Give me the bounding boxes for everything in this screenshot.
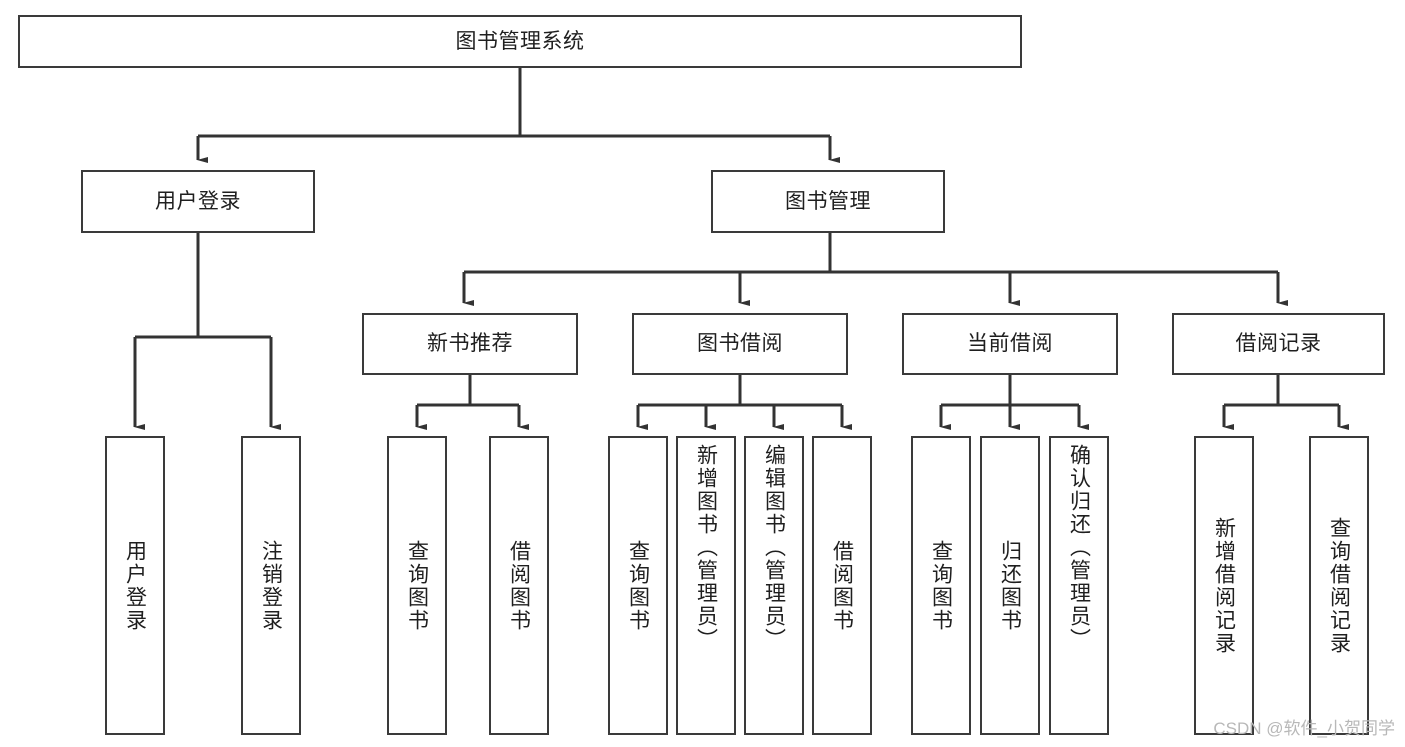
leaf-borrow-record-query[interactable]: 查询借阅记录 xyxy=(1309,436,1369,735)
leaf-new-book-borrow[interactable]: 借阅图书 xyxy=(489,436,549,735)
leaf-book-borrow-add-label: 新增图书（管理员） xyxy=(694,444,718,651)
node-book-management[interactable]: 图书管理 xyxy=(711,170,945,233)
node-user-login[interactable]: 用户登录 xyxy=(81,170,315,233)
node-new-book-recommend-label: 新书推荐 xyxy=(427,332,513,356)
leaf-book-borrow-borrow[interactable]: 借阅图书 xyxy=(812,436,872,735)
leaf-book-borrow-query-label: 查询图书 xyxy=(626,539,650,632)
node-book-management-label: 图书管理 xyxy=(785,189,871,213)
node-borrow-record-label: 借阅记录 xyxy=(1235,332,1322,356)
node-user-login-label: 用户登录 xyxy=(155,189,241,213)
leaf-book-borrow-edit-label: 编辑图书（管理员） xyxy=(762,444,786,651)
leaf-borrow-record-add[interactable]: 新增借阅记录 xyxy=(1194,436,1254,735)
node-book-borrow-label: 图书借阅 xyxy=(697,332,783,356)
leaf-user-login-login[interactable]: 用户登录 xyxy=(105,436,165,735)
node-book-borrow[interactable]: 图书借阅 xyxy=(632,313,848,375)
node-current-borrow-label: 当前借阅 xyxy=(967,332,1053,356)
leaf-book-borrow-query[interactable]: 查询图书 xyxy=(608,436,668,735)
leaf-current-borrow-confirm-label: 确认归还（管理员） xyxy=(1067,444,1091,651)
leaf-new-book-query[interactable]: 查询图书 xyxy=(387,436,447,735)
node-new-book-recommend[interactable]: 新书推荐 xyxy=(362,313,578,375)
leaf-user-login-login-label: 用户登录 xyxy=(123,539,147,632)
leaf-current-borrow-return[interactable]: 归还图书 xyxy=(980,436,1040,735)
node-root-label: 图书管理系统 xyxy=(455,29,585,53)
leaf-user-login-logout[interactable]: 注销登录 xyxy=(241,436,301,735)
leaf-current-borrow-return-label: 归还图书 xyxy=(998,539,1022,632)
leaf-current-borrow-confirm[interactable]: 确认归还（管理员） xyxy=(1049,436,1109,735)
node-current-borrow[interactable]: 当前借阅 xyxy=(902,313,1118,375)
node-borrow-record[interactable]: 借阅记录 xyxy=(1172,313,1385,375)
leaf-book-borrow-borrow-label: 借阅图书 xyxy=(830,539,854,632)
leaf-borrow-record-query-label: 查询借阅记录 xyxy=(1327,516,1351,655)
leaf-new-book-borrow-label: 借阅图书 xyxy=(507,539,531,632)
leaf-book-borrow-add[interactable]: 新增图书（管理员） xyxy=(676,436,736,735)
leaf-current-borrow-query[interactable]: 查询图书 xyxy=(911,436,971,735)
leaf-new-book-query-label: 查询图书 xyxy=(405,539,429,632)
node-root-library-system[interactable]: 图书管理系统 xyxy=(18,15,1022,68)
leaf-book-borrow-edit[interactable]: 编辑图书（管理员） xyxy=(744,436,804,735)
leaf-user-login-logout-label: 注销登录 xyxy=(259,539,283,632)
leaf-current-borrow-query-label: 查询图书 xyxy=(929,539,953,632)
leaf-borrow-record-add-label: 新增借阅记录 xyxy=(1212,516,1236,655)
